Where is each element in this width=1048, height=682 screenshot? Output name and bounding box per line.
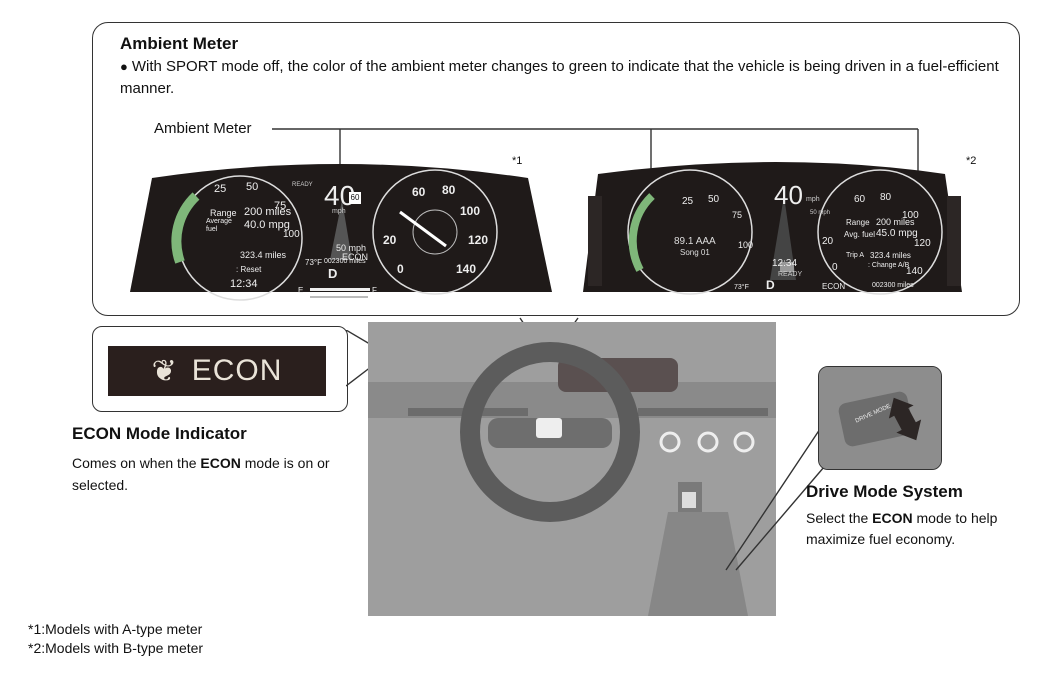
drive-mode-callout: DRIVE MODE (818, 366, 942, 470)
econ-desc-key: ECON (200, 455, 241, 471)
meter-b-speed-unit: mph (806, 196, 820, 203)
ambient-meter-description: ●With SPORT mode off, the color of the a… (120, 56, 1000, 100)
meter-a-ready: READY (292, 182, 313, 188)
meter-a-fuel-f: F (372, 286, 377, 295)
meter-b-time: 12:34 (772, 258, 798, 269)
meter-a-tick: 20 (383, 233, 397, 247)
meter-a-tick: 120 (468, 233, 489, 247)
meter-b-gear: D (766, 278, 775, 292)
econ-indicator-description: Comes on when the ECON mode is on or sel… (72, 452, 332, 496)
meter-b-tick: 80 (880, 192, 892, 203)
meter-b-cluster (583, 162, 962, 295)
meter-b-speed: 40 (774, 180, 803, 210)
meter-b-marker: *2 (966, 155, 977, 167)
drive-desc-post: mode to help maximize fuel economy. (806, 510, 998, 547)
econ-badge-text: ECON (191, 354, 283, 387)
bullet: ● (120, 59, 128, 74)
meter-b-trip-label: Trip A (846, 252, 865, 259)
meter-a-tick: 60 (412, 185, 426, 199)
meter-b-tick: 120 (914, 238, 931, 249)
meter-b-audio-station: 89.1 AAA (674, 236, 716, 247)
meter-a-set-speed: 50 mph (336, 243, 367, 253)
meter-b-tick: 60 (854, 194, 866, 205)
footnote-1: *1:Models with A-type meter (28, 621, 203, 637)
meter-b-tick: 140 (906, 266, 923, 277)
meter-a-speed-unit: mph (332, 208, 346, 215)
drive-mode-title: Drive Mode System (806, 482, 963, 501)
drive-desc-key: ECON (872, 510, 913, 526)
econ-desc-post: mode is on or selected. (72, 455, 330, 493)
meter-a-range-label: Range (210, 208, 237, 218)
meter-a-tick: 50 (246, 181, 259, 193)
meter-a-tick: 100 (460, 204, 481, 218)
meter-a-time: 12:34 (230, 278, 258, 290)
meter-b-range-label: Range (846, 218, 870, 227)
meter-b-set-speed: 50 mph (810, 210, 831, 216)
meter-a-tick: 25 (214, 183, 227, 195)
meter-b-econ: ECON (822, 282, 846, 291)
meter-a-temp: 73°F (305, 258, 322, 267)
meter-b-odometer: 002300 miles (872, 282, 914, 289)
meter-b-avg-label: Avg. fuel (844, 230, 875, 239)
meter-b-change: : Change A/B (868, 262, 910, 269)
meter-b-range-value: 200 miles (876, 217, 915, 227)
dashboard-photo (368, 322, 776, 616)
ambient-meter-title: Ambient Meter (120, 34, 239, 53)
meter-a-tick: 100 (283, 229, 300, 240)
meter-b-audio-song: Song 01 (680, 248, 710, 257)
meter-b-tick: 100 (738, 240, 754, 250)
meter-a-tick: 140 (456, 262, 477, 276)
meter-b-tick: 100 (902, 210, 919, 221)
meter-b-temp: 73°F (734, 284, 749, 291)
ambient-meter-label: Ambient Meter (154, 120, 252, 137)
meter-b-tick: 0 (832, 262, 838, 273)
meter-a-tick: 75 (274, 200, 287, 212)
drive-desc-pre: Select the (806, 510, 873, 526)
meter-b-avg-value: 45.0 mpg (876, 228, 918, 239)
meter-b-tick: 20 (822, 236, 834, 247)
meter-a-avg-value: 40.0 mpg (244, 219, 290, 231)
drive-mode-leader (725, 425, 831, 571)
meter-a-econ: ECON (342, 252, 369, 262)
meter-a-avg-label: Average fuel (206, 218, 232, 233)
meter-a-speed-limit: 60 (349, 192, 361, 204)
meter-a-reset: : Reset (236, 265, 262, 274)
econ-indicator-title: ECON Mode Indicator (72, 424, 247, 443)
ambient-meter-text: With SPORT mode off, the color of the am… (120, 58, 999, 97)
meter-b-tick: 75 (732, 210, 743, 220)
meter-a-fuel-e: E (298, 286, 304, 295)
econ-leaf-icon: ❦ (151, 354, 178, 388)
meter-a-tick: 80 (442, 183, 456, 197)
meter-a-cluster (130, 164, 552, 301)
meter-b-tick: 25 (682, 196, 694, 207)
econ-indicator-badge: ❦ ECON (108, 346, 326, 396)
meter-a-marker: *1 (512, 155, 523, 167)
drive-mode-description: Select the ECON mode to help maximize fu… (806, 508, 1026, 550)
meter-a-tick: 0 (397, 262, 404, 276)
meter-b-trip-value: 323.4 miles (870, 251, 911, 260)
meter-a-gear: D (328, 266, 338, 281)
meter-a-odometer: 002300 miles (324, 258, 366, 265)
meter-a-range-value: 200 miles (244, 206, 292, 218)
meter-a-trip: 323.4 miles (240, 250, 287, 260)
footnote-2: *2:Models with B-type meter (28, 640, 204, 656)
meter-b-tick: 50 (708, 194, 720, 205)
meter-b-ready: READY (778, 271, 803, 278)
econ-desc-pre: Comes on when the (72, 455, 201, 471)
